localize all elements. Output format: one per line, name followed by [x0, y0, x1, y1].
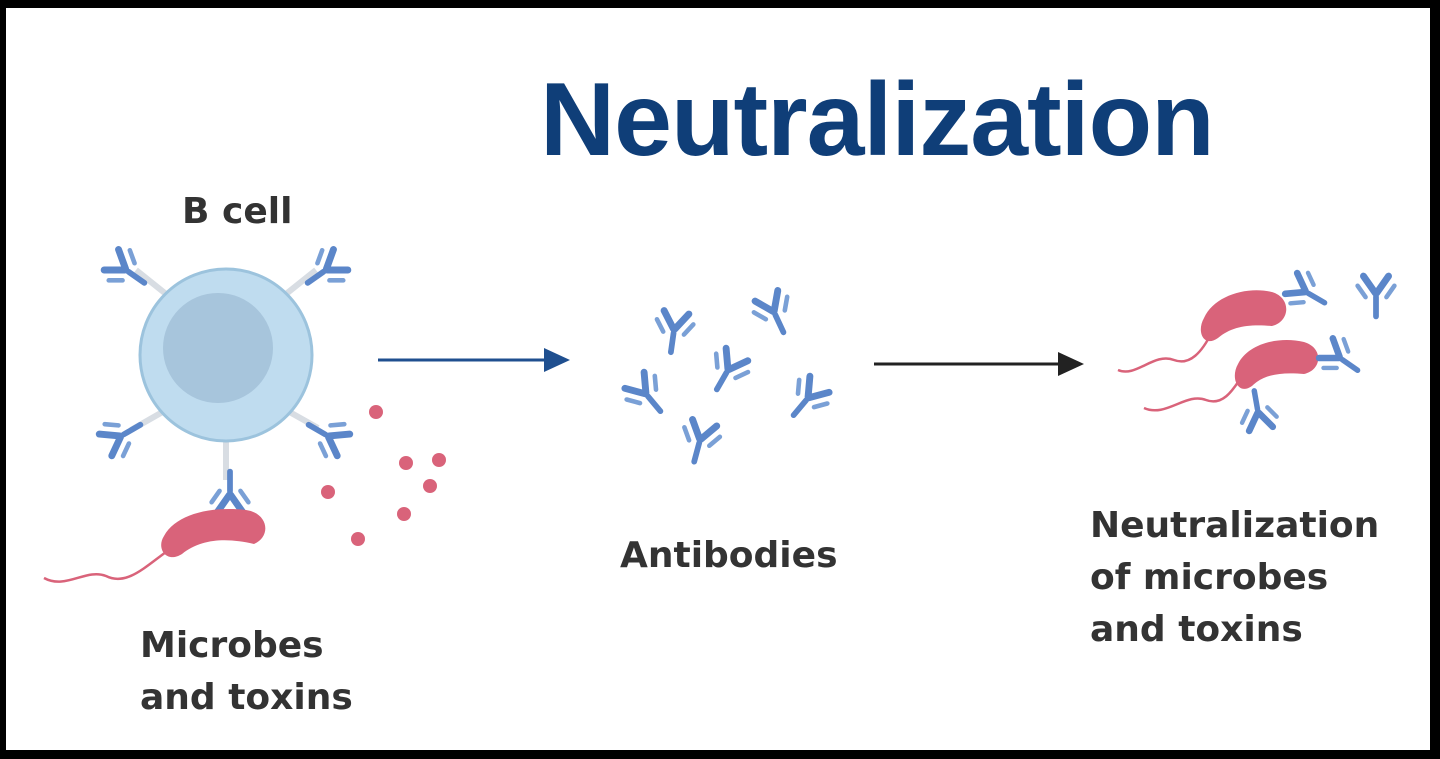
antibody-y-icon — [1354, 271, 1398, 320]
antibody-y-icon — [90, 404, 154, 467]
antibody-y-icon — [1276, 263, 1338, 322]
antibody-y-icon — [295, 404, 359, 467]
bacterium-icon — [1143, 340, 1319, 412]
page-title: Neutralization — [540, 62, 1215, 178]
antibody-y-icon — [1233, 384, 1283, 437]
microbes-label-line: Microbes — [140, 625, 324, 666]
bacterium-icon — [43, 509, 266, 583]
antibody-y-icon — [614, 362, 679, 428]
b-cell-label-text: B cell — [182, 191, 293, 232]
antibody-y-icon — [696, 339, 759, 403]
neutralized-label-line: Neutralization — [1090, 505, 1380, 546]
neutralized-label-line: and toxins — [1090, 609, 1303, 650]
b-cell-icon — [129, 267, 320, 480]
arrow-right-icon — [874, 352, 1084, 376]
arrow-right-icon — [378, 348, 570, 372]
antibody-y-icon — [649, 304, 699, 359]
microbes-label: Microbes and toxins — [140, 620, 353, 724]
antibody-y-icon — [672, 412, 727, 471]
antibody-y-icon — [95, 239, 160, 303]
neutralized-label: Neutralization of microbes and toxins — [1090, 500, 1379, 656]
antibodies-label-text: Antibodies — [620, 535, 838, 576]
bacterium-icon — [1117, 290, 1287, 373]
antibody-y-icon — [292, 239, 357, 303]
b-cell-label: B cell — [182, 186, 292, 238]
antibody-y-icon — [775, 366, 840, 432]
toxin-dot-icon — [321, 405, 446, 546]
antibodies-label: Antibodies — [620, 530, 838, 582]
diagram-frame: Neutralization B cell Microbes and toxin… — [6, 8, 1430, 750]
antibody-y-icon — [744, 282, 805, 345]
diagram-canvas — [43, 239, 1398, 583]
microbes-label-line: and toxins — [140, 677, 353, 718]
neutralized-label-line: of microbes — [1090, 557, 1329, 598]
antibody-y-icon — [1310, 328, 1372, 389]
